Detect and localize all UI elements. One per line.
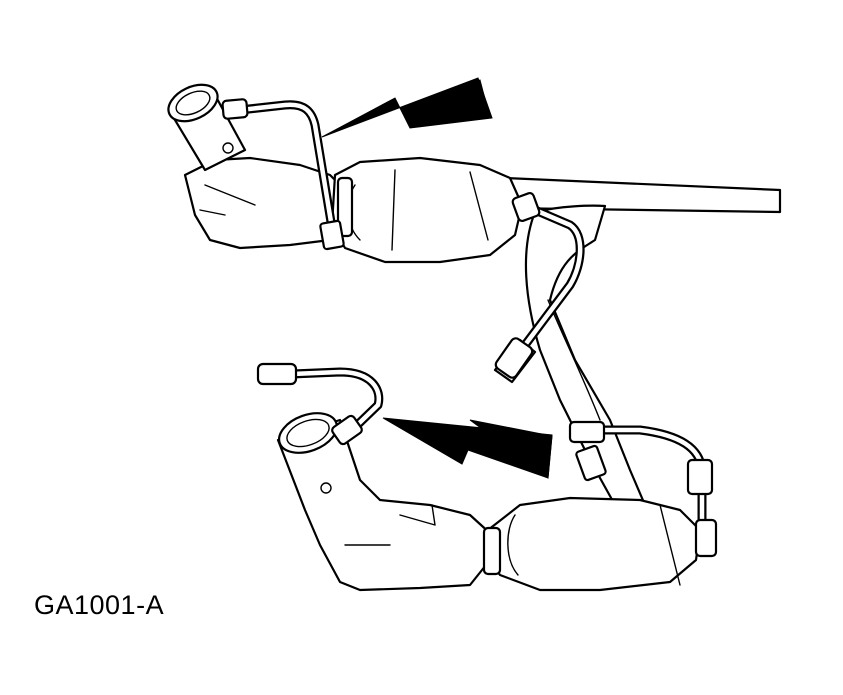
right-sensor-upper (494, 191, 585, 379)
upper-oxygen-sensor (221, 98, 345, 251)
upper-catalytic-converter (330, 156, 524, 264)
lower-catalytic-converter (482, 496, 718, 592)
rear-exhaust-pipe (503, 176, 782, 214)
figure-reference-label: GA1001-A (34, 590, 165, 620)
lower-oxygen-sensor (256, 362, 384, 446)
upper-manifold (167, 83, 350, 250)
lower-pointer-arrow (382, 417, 553, 479)
upper-pointer-arrow (321, 77, 493, 138)
right-sensor-lower (568, 420, 714, 525)
